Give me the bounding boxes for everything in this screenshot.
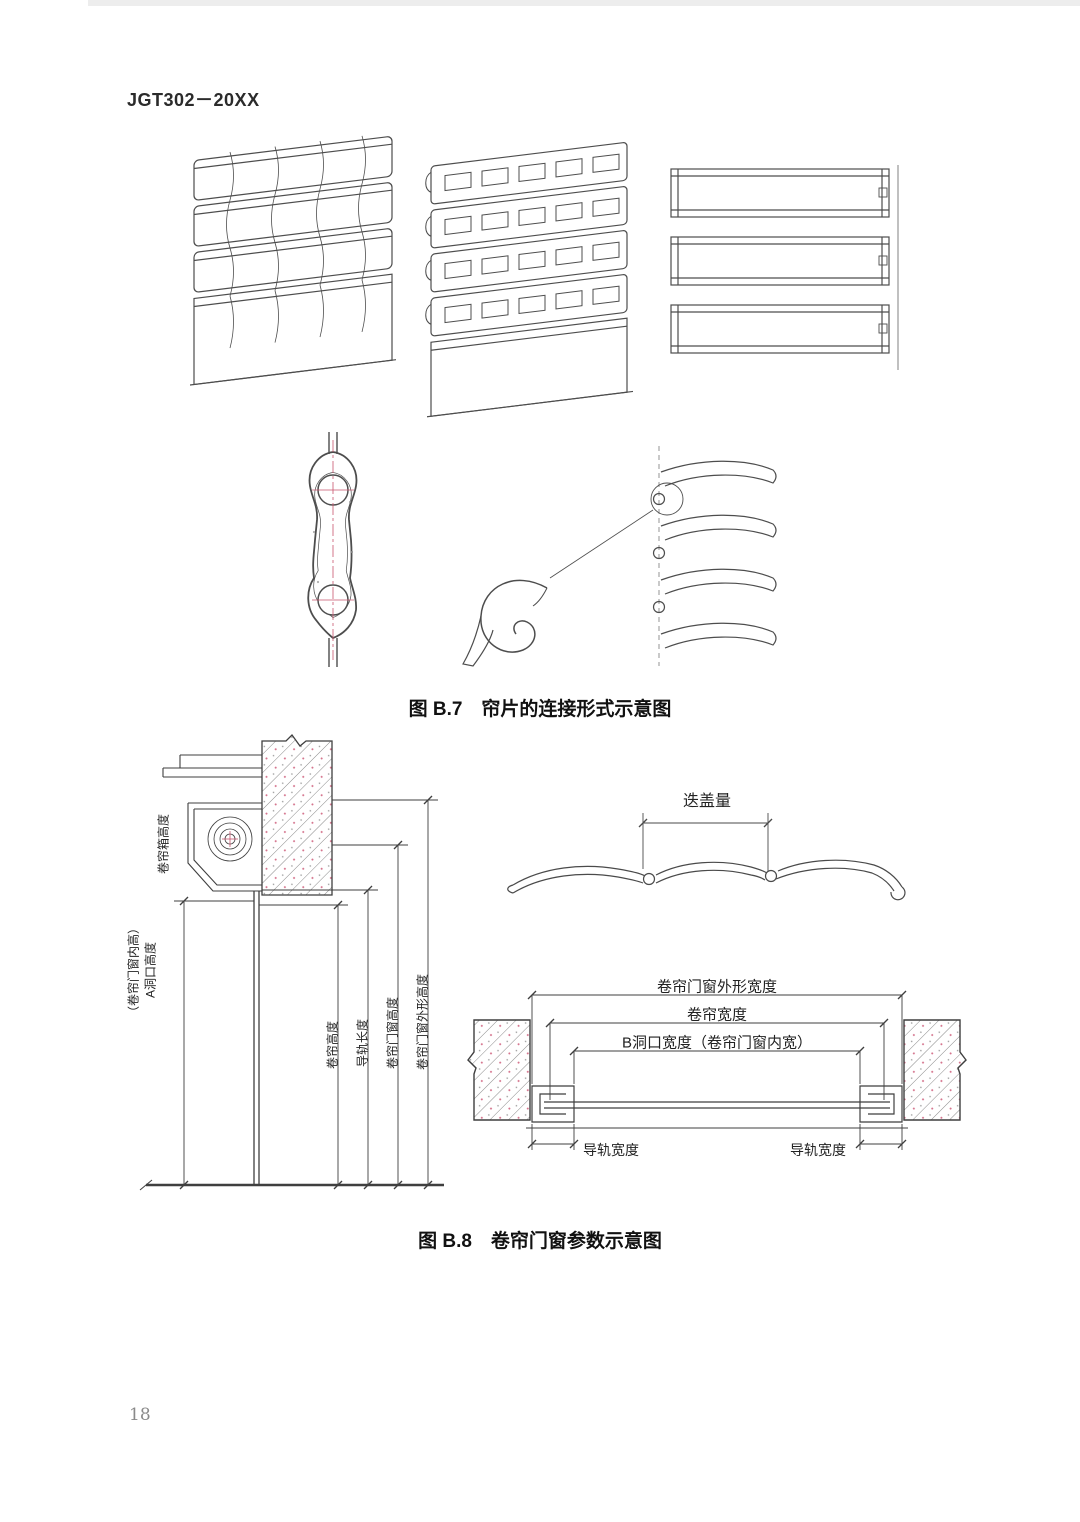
b7-perforated-slat-panel-drawing bbox=[425, 142, 633, 418]
dim-label-door-height: 卷帘门窗高度 bbox=[385, 996, 400, 1070]
b8-vertical-section-drawing bbox=[139, 734, 444, 1191]
page-number: 18 bbox=[129, 1405, 151, 1425]
dim-label-opening-width: B洞口宽度（卷帘门窗内宽） bbox=[621, 1034, 813, 1052]
dim-label-curtain-height: 卷帘高度 bbox=[325, 1020, 340, 1070]
b7-slat-stack-detail-drawing bbox=[462, 446, 777, 667]
dim-label-curtain-width: 卷帘宽度 bbox=[686, 1006, 748, 1024]
b8-horizontal-section-drawing bbox=[467, 990, 967, 1150]
dim-label-rail-width-left: 导轨宽度 bbox=[583, 1142, 639, 1158]
b8-overlap-plan-drawing bbox=[507, 813, 906, 901]
b7-curved-slat-panel-drawing bbox=[190, 135, 396, 386]
scan-edge-artifact bbox=[88, 0, 1080, 6]
dim-label-rail-width-right: 导轨宽度 bbox=[790, 1142, 846, 1158]
dim-label-outer-height: 卷帘门窗外形高度 bbox=[415, 973, 430, 1071]
figure-b8-caption: 图 B.8 卷帘门窗参数示意图 bbox=[418, 1231, 662, 1252]
figure-b7-caption: 图 B.7 帘片的连接形式示意图 bbox=[408, 699, 672, 720]
b7-slat-joint-section-drawing bbox=[307, 432, 358, 667]
standard-code-header: JGT302－20XX bbox=[127, 90, 260, 110]
dim-label-opening-height-note: （卷帘门窗内高） bbox=[126, 921, 141, 1019]
dim-label-overlap: 迭盖量 bbox=[682, 793, 732, 810]
b7-flat-slat-panel-drawing bbox=[670, 165, 899, 370]
dim-label-rail-length: 导轨长度 bbox=[355, 1018, 370, 1068]
dim-label-opening-height: A洞口高度 bbox=[143, 941, 158, 999]
dim-label-box-height: 卷帘箱高度 bbox=[156, 813, 171, 875]
dim-label-outer-width: 卷帘门窗外形宽度 bbox=[656, 978, 778, 996]
